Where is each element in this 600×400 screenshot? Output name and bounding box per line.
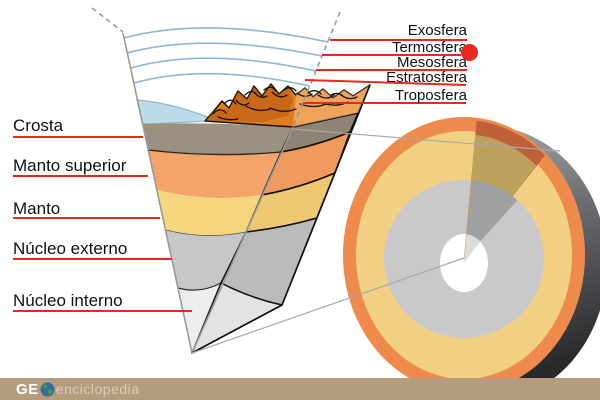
connector-lines bbox=[191, 128, 561, 354]
fold-edge-dashed-extension bbox=[292, 11, 341, 128]
label-termosfera: Termosfera bbox=[391, 39, 467, 56]
crust-layer bbox=[143, 123, 293, 155]
mountain-range bbox=[204, 83, 371, 128]
wedge-fold-edge bbox=[191, 126, 294, 354]
label-exosfera: Exosfera bbox=[407, 22, 467, 39]
logo-ge-text: GE bbox=[16, 380, 39, 398]
label-nucleo-interno: Núcleo interno bbox=[13, 291, 123, 310]
wedge-edges bbox=[91, 7, 341, 354]
wedge-left-face bbox=[136, 99, 293, 353]
mantle-layer bbox=[157, 190, 262, 236]
globe-icon bbox=[40, 382, 55, 397]
label-mesosfera: Mesosfera bbox=[396, 54, 467, 71]
label-troposfera: Troposfera bbox=[395, 87, 467, 104]
outer-core-layer bbox=[166, 230, 246, 291]
pointer-lines bbox=[13, 39, 467, 312]
label-manto-superior: Manto superior bbox=[13, 156, 127, 175]
wedge-right-face bbox=[191, 112, 359, 354]
sea-surface bbox=[136, 99, 212, 125]
logo-enciclopedia-text: enciclopedia bbox=[55, 381, 140, 397]
label-nucleo-externo: Núcleo externo bbox=[13, 239, 128, 258]
left-edge-dashed-extension bbox=[91, 7, 124, 33]
termosfera-marker-dot-icon bbox=[461, 44, 478, 61]
estratosfera-line bbox=[304, 79, 467, 86]
atmosphere-arcs bbox=[123, 27, 329, 87]
connector-top bbox=[292, 128, 561, 152]
connector-center bbox=[191, 257, 465, 354]
wedge-left-edge bbox=[122, 32, 193, 354]
cut-sector-inner-core bbox=[464, 234, 481, 263]
label-crosta: Crosta bbox=[13, 116, 64, 135]
footer-bar: GE enciclopedia bbox=[0, 378, 600, 400]
wedge-right-edge bbox=[191, 84, 371, 354]
label-estratosfera: Estratosfera bbox=[386, 69, 467, 86]
earth-disc-cutaway bbox=[343, 117, 600, 400]
upper-mantle-layer bbox=[148, 150, 281, 199]
label-manto: Manto bbox=[13, 199, 61, 218]
